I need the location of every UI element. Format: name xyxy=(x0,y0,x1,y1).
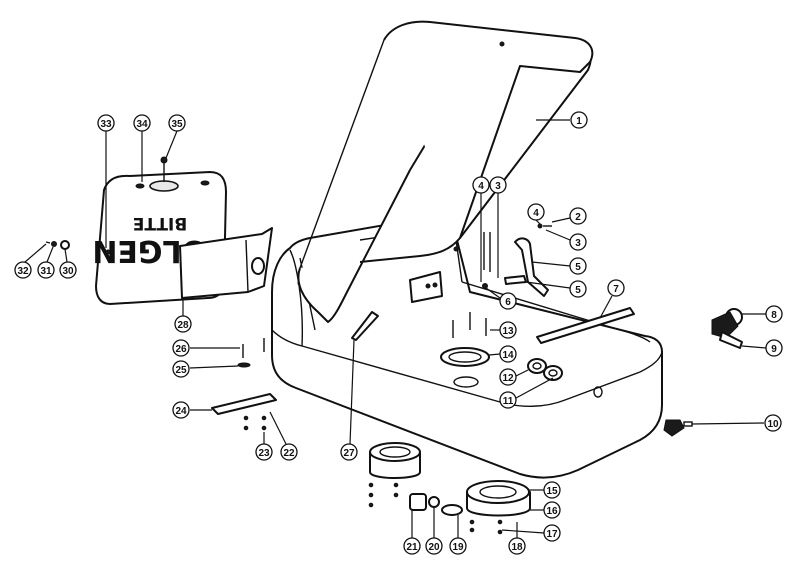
svg-text:32: 32 xyxy=(17,266,29,277)
callout-12: 12 xyxy=(499,368,529,386)
callout-3a: 3 xyxy=(489,176,507,278)
svg-text:35: 35 xyxy=(171,119,183,130)
svg-text:3: 3 xyxy=(575,238,581,249)
rings xyxy=(527,358,563,381)
foot-hardware xyxy=(368,482,503,535)
svg-text:7: 7 xyxy=(613,284,619,295)
callout-6: 6 xyxy=(485,287,517,310)
callout-25: 25 xyxy=(172,360,239,378)
callout-26: 26 xyxy=(172,339,240,357)
callout-13: 13 xyxy=(490,321,517,339)
svg-text:20: 20 xyxy=(428,542,440,553)
callout-8: 8 xyxy=(742,305,783,323)
handle xyxy=(711,308,743,349)
svg-text:8: 8 xyxy=(771,310,777,321)
svg-text:14: 14 xyxy=(502,350,514,361)
callouts: 1 2 3 3 4 4 5 xyxy=(14,111,783,555)
svg-text:31: 31 xyxy=(40,266,52,277)
callout-30: 30 xyxy=(59,248,77,279)
svg-text:2: 2 xyxy=(575,212,581,223)
svg-text:6: 6 xyxy=(505,297,511,308)
mounting-strip xyxy=(211,393,277,431)
svg-text:17: 17 xyxy=(546,529,558,540)
svg-text:16: 16 xyxy=(546,506,558,517)
svg-text:33: 33 xyxy=(100,119,112,130)
callout-4b: 4 xyxy=(527,203,545,225)
lever-assembly xyxy=(482,223,552,297)
callout-5b: 5 xyxy=(525,280,587,298)
callout-34: 34 xyxy=(133,114,151,182)
svg-text:28: 28 xyxy=(177,320,189,331)
filler-flange xyxy=(440,347,490,367)
callout-28: 28 xyxy=(174,298,192,333)
callout-10: 10 xyxy=(691,414,782,432)
svg-text:24: 24 xyxy=(175,406,187,417)
callout-27: 27 xyxy=(340,339,358,461)
callout-11: 11 xyxy=(499,377,554,409)
svg-text:25: 25 xyxy=(175,365,187,376)
svg-text:27: 27 xyxy=(343,448,355,459)
svg-text:4: 4 xyxy=(478,181,484,192)
screwdriver-27 xyxy=(351,311,379,341)
svg-text:10: 10 xyxy=(767,419,779,430)
svg-text:4: 4 xyxy=(533,208,539,219)
callout-15: 15 xyxy=(529,481,561,499)
svg-text:12: 12 xyxy=(502,373,514,384)
callout-20: 20 xyxy=(425,507,443,555)
svg-text:13: 13 xyxy=(502,326,514,337)
knob xyxy=(663,419,693,437)
callout-16: 16 xyxy=(530,501,561,519)
callout-7: 7 xyxy=(599,279,625,319)
callout-33: 33 xyxy=(97,114,115,248)
callout-9: 9 xyxy=(741,339,783,357)
svg-text:5: 5 xyxy=(575,285,581,296)
callout-1: 1 xyxy=(536,111,588,129)
callout-32: 32 xyxy=(14,243,47,279)
callout-21: 21 xyxy=(403,510,421,555)
callout-14: 14 xyxy=(488,345,517,363)
svg-text:22: 22 xyxy=(283,448,295,459)
callout-4a: 4 xyxy=(472,176,490,282)
svg-text:23: 23 xyxy=(258,448,270,459)
svg-text:5: 5 xyxy=(575,262,581,273)
callout-5a: 5 xyxy=(531,257,587,275)
rod xyxy=(536,307,635,344)
lid xyxy=(297,20,594,323)
foot-right xyxy=(466,480,531,517)
callout-17: 17 xyxy=(501,524,561,542)
svg-text:15: 15 xyxy=(546,486,558,497)
housing-body xyxy=(271,207,663,479)
callout-31: 31 xyxy=(37,246,55,279)
screws-13 xyxy=(452,312,487,338)
plate-bracket xyxy=(179,227,273,299)
svg-text:19: 19 xyxy=(452,542,464,553)
callout-24: 24 xyxy=(172,401,212,419)
foot-left xyxy=(369,442,421,479)
callout-19: 19 xyxy=(449,515,467,555)
svg-text:21: 21 xyxy=(406,542,418,553)
svg-text:3: 3 xyxy=(495,181,501,192)
svg-text:9: 9 xyxy=(771,344,777,355)
callout-3b: 3 xyxy=(545,229,587,251)
screw xyxy=(160,156,168,182)
small-hardware-30-32 xyxy=(45,240,70,250)
svg-text:34: 34 xyxy=(136,119,148,130)
svg-text:18: 18 xyxy=(511,542,523,553)
callout-22: 22 xyxy=(269,411,298,461)
plate-text-line1: BITTE xyxy=(133,213,187,233)
callout-18: 18 xyxy=(508,522,526,555)
callout-35: 35 xyxy=(165,114,186,159)
callout-2: 2 xyxy=(551,207,587,225)
svg-text:26: 26 xyxy=(175,344,187,355)
callout-23: 23 xyxy=(255,432,273,461)
svg-text:11: 11 xyxy=(503,396,514,407)
screws-25-26 xyxy=(237,338,265,368)
svg-text:1: 1 xyxy=(576,116,582,127)
svg-text:30: 30 xyxy=(62,266,74,277)
